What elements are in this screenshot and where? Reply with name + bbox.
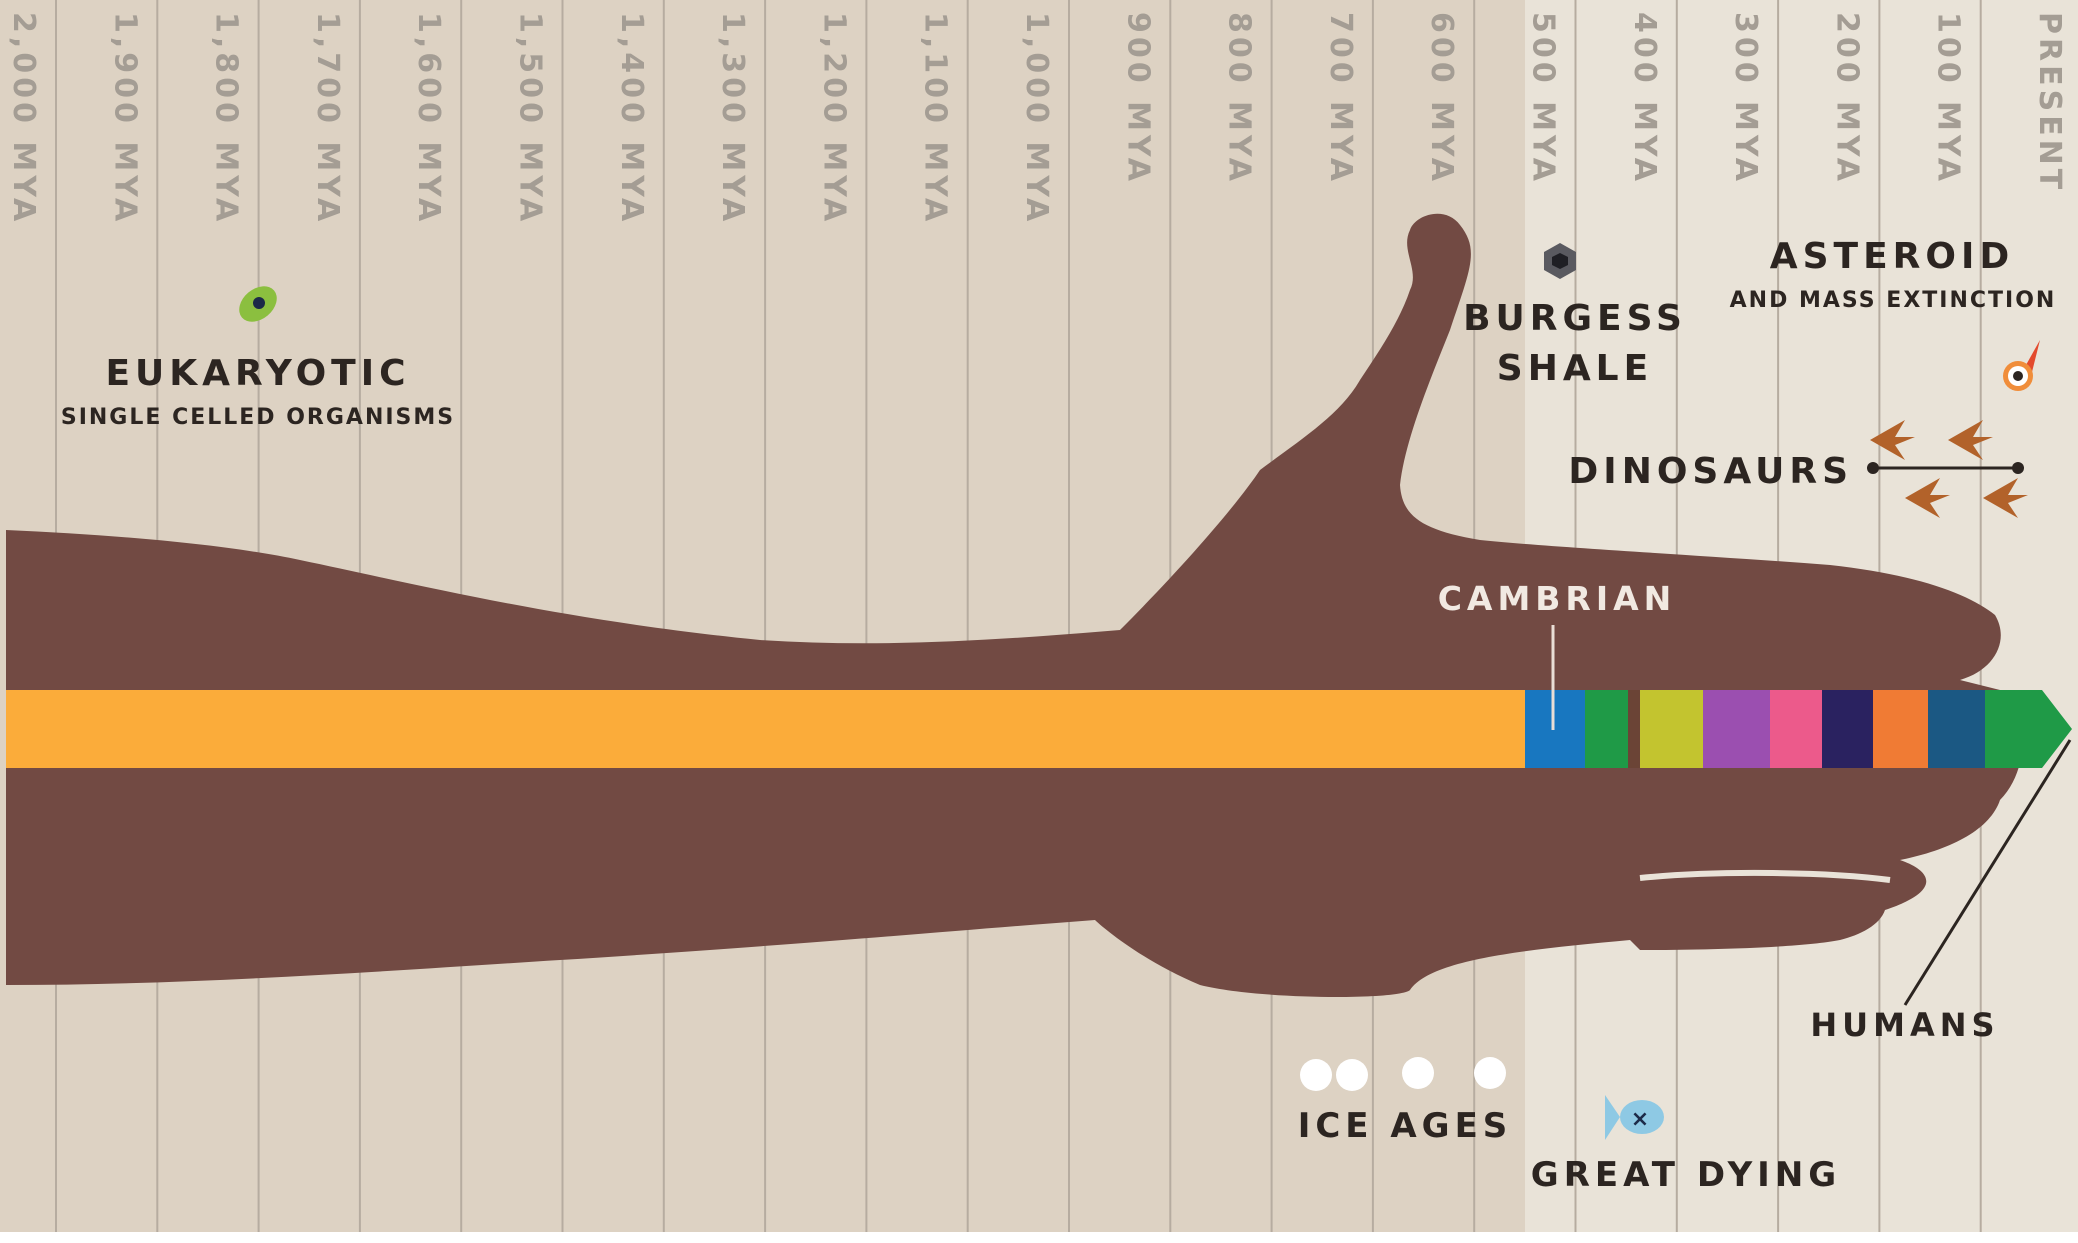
tick-label: 600 MYA xyxy=(1424,12,1459,185)
tick-label: 200 MYA xyxy=(1829,12,1864,185)
tick-label: 400 MYA xyxy=(1627,12,1662,185)
tick-label: 1,300 MYA xyxy=(715,12,750,225)
tick-label: 1,800 MYA xyxy=(209,12,244,225)
dinosaurs-range-end xyxy=(2012,462,2024,474)
bottom-margin xyxy=(0,1232,2078,1239)
tick-label: 1,500 MYA xyxy=(513,12,548,225)
timeline-segment-period xyxy=(1640,690,1703,768)
tick-label: 1,700 MYA xyxy=(310,12,345,225)
tick-label: 800 MYA xyxy=(1222,12,1257,185)
timeline-segment-period xyxy=(1985,690,2042,768)
tick-label: 500 MYA xyxy=(1526,12,1561,185)
cambrian-label: CAMBRIAN xyxy=(1438,579,1677,618)
timeline-segment-period xyxy=(1628,690,1640,768)
tick-label: 1,200 MYA xyxy=(816,12,851,225)
timeline-segment-period xyxy=(1770,690,1822,768)
timeline-segment-period xyxy=(1525,690,1585,768)
tick-label: 1,600 MYA xyxy=(411,12,446,225)
tick-label: 1,900 MYA xyxy=(107,12,142,225)
asteroid-title: ASTEROID xyxy=(1770,236,2015,277)
tick-label: 1,400 MYA xyxy=(614,12,649,225)
timeline-segment-period xyxy=(1703,690,1770,768)
asteroid-subtitle: AND MASS EXTINCTION xyxy=(1730,288,2057,313)
eukaryotic-subtitle: SINGLE CELLED ORGANISMS xyxy=(61,405,455,430)
svg-text:×: × xyxy=(1631,1107,1649,1132)
dinosaurs-range-start xyxy=(1867,462,1879,474)
ice-ages-label: ICE AGES xyxy=(1298,1106,1513,1146)
tick-label: 700 MYA xyxy=(1323,12,1358,185)
burgess-shale-line2: SHALE xyxy=(1497,348,1653,389)
tick-label: 300 MYA xyxy=(1728,12,1763,185)
tick-label: 100 MYA xyxy=(1931,12,1966,185)
tick-label: 1,100 MYA xyxy=(918,12,953,225)
timeline-segment-period xyxy=(1822,690,1873,768)
dinosaurs-label: DINOSAURS xyxy=(1568,451,1853,492)
burgess-shale-line1: BURGESS xyxy=(1463,298,1687,339)
tick-label: 2,000 MYA xyxy=(6,12,41,225)
timeline-segment-precambrian xyxy=(6,690,1525,768)
humans-label: HUMANS xyxy=(1810,1006,1999,1044)
timeline-segment-period xyxy=(1928,690,1985,768)
eukaryotic-title: EUKARYOTIC xyxy=(105,353,410,394)
timeline-segment-period xyxy=(1585,690,1628,768)
tick-label: 1,000 MYA xyxy=(1019,12,1054,225)
great-dying-label: GREAT DYING xyxy=(1531,1155,1841,1195)
timeline-bar xyxy=(6,690,2072,768)
tick-label: 900 MYA xyxy=(1120,12,1155,185)
timeline-segment-period xyxy=(1873,690,1928,768)
tick-label: PRESENT xyxy=(2032,12,2067,193)
